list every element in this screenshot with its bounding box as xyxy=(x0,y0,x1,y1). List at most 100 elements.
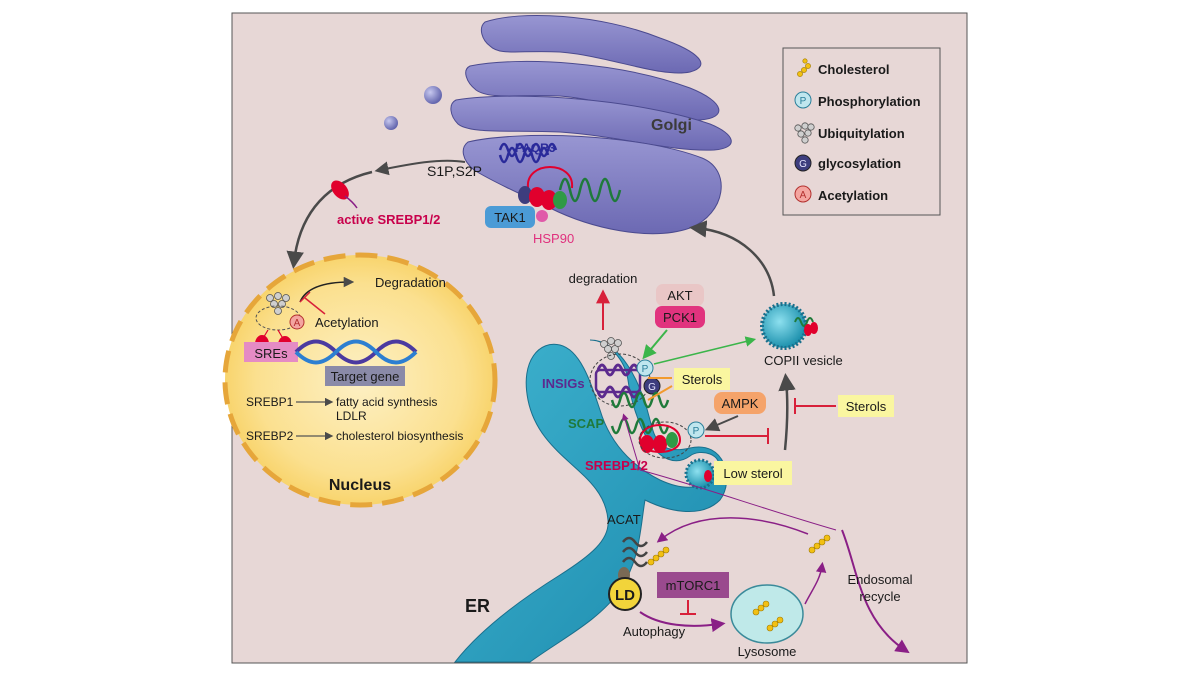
cholesterol-free xyxy=(808,534,831,554)
tak1-label: TAK1 xyxy=(494,210,526,225)
ampk-arrow xyxy=(704,415,739,432)
endosomal-label-1: Endosomal xyxy=(847,572,912,587)
phospho-badge-ampk xyxy=(687,421,705,439)
srebp2-target: cholesterol biosynthesis xyxy=(336,429,463,443)
copii-to-golgi-arrow xyxy=(689,220,776,297)
pck1-to-insig-arrow xyxy=(642,329,668,360)
legend-label-ubiquitylation: Ubiquitylation xyxy=(818,126,905,141)
legend-label-cholesterol: Cholesterol xyxy=(818,62,890,77)
cholesterol-lysosome xyxy=(752,600,784,632)
pck1-label: PCK1 xyxy=(663,310,697,325)
nucleus-label: Nucleus xyxy=(329,477,391,494)
ampk-box xyxy=(714,392,766,414)
hsp90-ball xyxy=(536,210,548,222)
paqr3-label: PAQR3 xyxy=(515,141,556,155)
ubiquitin-cluster-er xyxy=(600,337,622,360)
sterols-label-2: Sterols xyxy=(846,399,887,414)
legend-label-glycosylation: glycosylation xyxy=(818,156,901,171)
acat-label: ACAT xyxy=(607,512,641,527)
insig-protein xyxy=(596,363,640,377)
sterols-label-1: Sterols xyxy=(682,372,723,387)
acetylation-badge xyxy=(289,314,305,330)
insigs-label: INSIGs xyxy=(542,376,585,391)
acetylation-label: Acetylation xyxy=(315,315,379,330)
srebp12-label: SREBP1/2 xyxy=(585,458,648,473)
cleavage-arrow xyxy=(374,159,466,176)
sres-label: SREs xyxy=(254,346,288,361)
active-srebp-label: active SREBP1/2 xyxy=(337,212,440,227)
lysosome xyxy=(730,584,804,644)
copii-label: COPII vesicle xyxy=(764,353,843,368)
ubiquitylation-icon xyxy=(794,122,815,144)
transport-to-nucleus-arrow xyxy=(286,170,373,269)
nuclear-degradation-arrow xyxy=(299,276,355,303)
golgi-label: Golgi xyxy=(651,117,692,134)
akt-box xyxy=(656,284,704,306)
endoplasmic-reticulum xyxy=(453,339,728,663)
svg-text:P: P xyxy=(800,96,807,107)
dna-helix xyxy=(294,339,418,365)
autophagy-arrow xyxy=(639,611,726,633)
svg-text:A: A xyxy=(800,190,807,201)
low-sterol-label: Low sterol xyxy=(723,466,782,481)
cholesterol-icon xyxy=(797,58,811,77)
pck1-box xyxy=(655,306,705,328)
phospho-badge xyxy=(636,359,654,377)
lysosome-label: Lysosome xyxy=(738,644,797,659)
active-srebp-shape xyxy=(331,180,349,200)
target-gene-box xyxy=(325,366,405,386)
budding-arrow xyxy=(778,373,796,451)
phosphorylation-icon xyxy=(794,91,812,109)
glycosylation-icon xyxy=(794,154,812,172)
mtorc1-label: mTORC1 xyxy=(666,578,721,593)
copii-green-arrow xyxy=(653,336,757,365)
target-gene-label: Target gene xyxy=(331,369,400,384)
er-degradation-label: degradation xyxy=(569,271,638,286)
scap-label: SCAP xyxy=(568,416,604,431)
cholesterol-to-er-arrow xyxy=(656,517,809,543)
copii-vesicle xyxy=(760,302,818,350)
ld-label: LD xyxy=(615,587,635,604)
endosomal-label-2: recycle xyxy=(859,589,900,604)
legend-label-acetylation: Acetylation xyxy=(818,188,888,203)
svg-text:P: P xyxy=(642,364,649,375)
low-sterol-box xyxy=(714,461,792,485)
sterols-box-2 xyxy=(838,395,894,417)
srebp2-label: SREBP2 xyxy=(246,429,294,443)
golgi-vesicle xyxy=(424,86,442,104)
cholesterol-er xyxy=(647,546,670,566)
acetylation-icon xyxy=(794,185,812,203)
nuclear-ubiquitin-cluster xyxy=(266,292,290,315)
svg-text:G: G xyxy=(648,382,656,393)
ampk-label: AMPK xyxy=(722,396,759,411)
srebp1-target-1: fatty acid synthesis xyxy=(336,395,437,409)
scap-protein xyxy=(610,391,670,409)
lipid-droplet xyxy=(608,577,642,611)
svg-text:P: P xyxy=(693,426,700,437)
srebp-er xyxy=(640,435,654,453)
legend: Cholesterol P Phosphorylation Ubiquityla… xyxy=(782,47,941,216)
s1p-s2p-label: S1P,S2P xyxy=(427,163,482,179)
srebp1-target-2: LDLR xyxy=(336,409,367,423)
sterols-box-1 xyxy=(674,368,730,390)
mtorc1-box xyxy=(657,572,729,598)
srebp1-label: SREBP1 xyxy=(246,395,294,409)
golgi-vesicle xyxy=(384,116,398,130)
scap-golgi-protein xyxy=(558,177,622,203)
sres-box xyxy=(244,342,298,362)
er-label: ER xyxy=(465,596,490,616)
legend-label-phosphorylation: Phosphorylation xyxy=(818,94,921,109)
svg-text:A: A xyxy=(294,318,301,329)
srebp-anchor xyxy=(518,186,532,204)
autophagy-label: Autophagy xyxy=(623,624,686,639)
hsp90-label: HSP90 xyxy=(533,231,574,246)
tak1-box xyxy=(485,206,535,228)
golgi-apparatus xyxy=(450,14,732,235)
acat-protein xyxy=(622,536,648,568)
svg-text:G: G xyxy=(799,159,807,170)
endosomal-recycle-arrow xyxy=(841,529,910,654)
nuclear-degradation-label: Degradation xyxy=(375,275,446,290)
akt-label: AKT xyxy=(667,288,692,303)
